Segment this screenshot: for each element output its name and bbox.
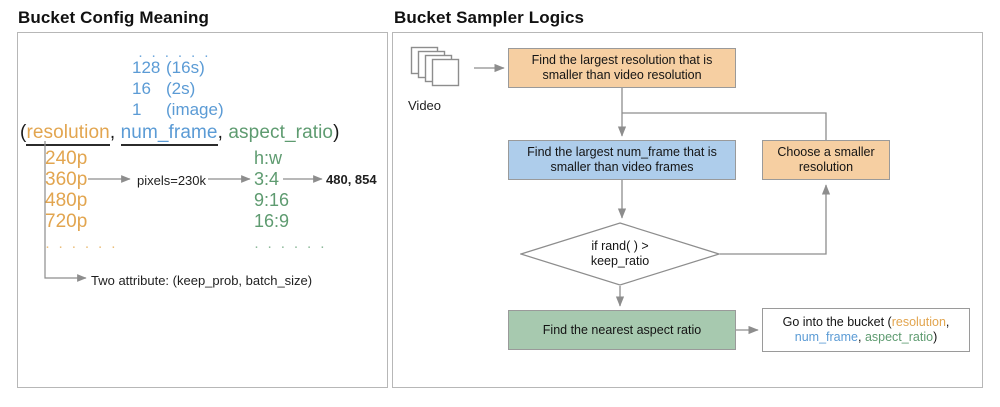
node-label: Find the nearest aspect ratio — [542, 322, 702, 337]
num-frame-dots: · · · · · · — [138, 47, 211, 64]
node-label: Find the largest resolution that is smal… — [531, 53, 713, 82]
aspect-ratio-list: h:w 3:4 9:16 16:9 · · · · · · — [254, 148, 327, 257]
tuple-resolution-label: resolution — [26, 122, 110, 146]
num-frame-row-1: 1 (image) — [132, 100, 224, 119]
bucket-suffix: ) — [933, 330, 938, 344]
num-frame-row-16: 16 (2s) — [132, 79, 195, 98]
tuple-aspect-ratio-label: aspect_ratio — [228, 122, 334, 143]
decision-line-2: keep_ratio — [590, 254, 650, 268]
num-frame-note: (2s) — [166, 79, 196, 98]
node-label: Find the largest num_frame that is small… — [527, 145, 717, 174]
left-panel-title: Bucket Config Meaning — [18, 8, 209, 27]
tuple-close-paren: ) — [333, 122, 340, 143]
aspect-ratio-header: h:w — [254, 148, 283, 168]
right-panel-title: Bucket Sampler Logics — [394, 8, 585, 27]
node-choose-smaller-resolution[interactable]: Choose a smaller resolution — [762, 140, 890, 180]
bucket-comma-2: , — [857, 330, 862, 344]
node-find-nearest-aspect-ratio[interactable]: Find the nearest aspect ratio — [508, 310, 736, 350]
bucket-config-tuple: (resolution, num_frame, aspect_ratio) — [20, 122, 340, 146]
aspect-ratio-item: 16:9 — [254, 211, 290, 231]
bucket-aspect-ratio-label: aspect_ratio — [864, 330, 934, 344]
aspect-ratio-item: 9:16 — [254, 190, 290, 210]
video-stack-icon — [410, 46, 470, 92]
bucket-comma-1: , — [945, 315, 950, 329]
two-attribute-label: Two attribute: (keep_prob, batch_size) — [91, 273, 313, 288]
resolution-list: 240p 360p 480p 720p · · · · · · — [45, 148, 118, 257]
video-label: Video — [408, 98, 442, 113]
tuple-comma-2: , — [217, 122, 223, 143]
bucket-text: Go into the bucket (resolution,num_frame… — [783, 315, 950, 345]
tuple-open-paren: ( — [20, 122, 27, 143]
num-frame-note: (16s) — [166, 58, 205, 77]
pixels-label: pixels=230k — [137, 173, 207, 188]
bucket-prefix: Go into the bucket ( — [782, 315, 892, 329]
tuple-comma-1: , — [109, 122, 116, 143]
bucket-resolution-label: resolution — [891, 315, 946, 329]
num-frame-value: 128 — [132, 58, 161, 77]
decision-text: if rand( ) > keep_ratio — [520, 222, 720, 286]
num-frame-row-128: 128 (16s) — [132, 58, 205, 77]
num-frame-note: (image) — [166, 100, 224, 119]
bucket-num-frame-label: num_frame — [794, 330, 858, 344]
node-decision-rand-keep-ratio[interactable]: if rand( ) > keep_ratio — [520, 222, 720, 286]
node-find-largest-num-frame[interactable]: Find the largest num_frame that is small… — [508, 140, 736, 180]
resolution-item: 480p — [45, 190, 88, 211]
aspect-ratio-item: 3:4 — [254, 169, 280, 189]
tuple-num-frame-label: num_frame — [120, 122, 218, 146]
node-go-into-bucket[interactable]: Go into the bucket (resolution,num_frame… — [762, 308, 970, 352]
dimensions-label: 480, 854 — [326, 172, 377, 187]
node-find-largest-resolution[interactable]: Find the largest resolution that is smal… — [508, 48, 736, 88]
aspect-ratio-dots: · · · · · · — [254, 238, 327, 255]
resolution-item: 240p — [45, 148, 88, 169]
num-frame-value: 16 — [132, 79, 151, 98]
resolution-item: 720p — [45, 211, 88, 232]
node-label: Choose a smaller resolution — [777, 145, 875, 174]
resolution-item: 360p — [45, 169, 88, 190]
num-frame-value: 1 — [132, 100, 142, 119]
resolution-dots: · · · · · · — [45, 238, 118, 255]
decision-line-1: if rand( ) > — [591, 239, 649, 253]
